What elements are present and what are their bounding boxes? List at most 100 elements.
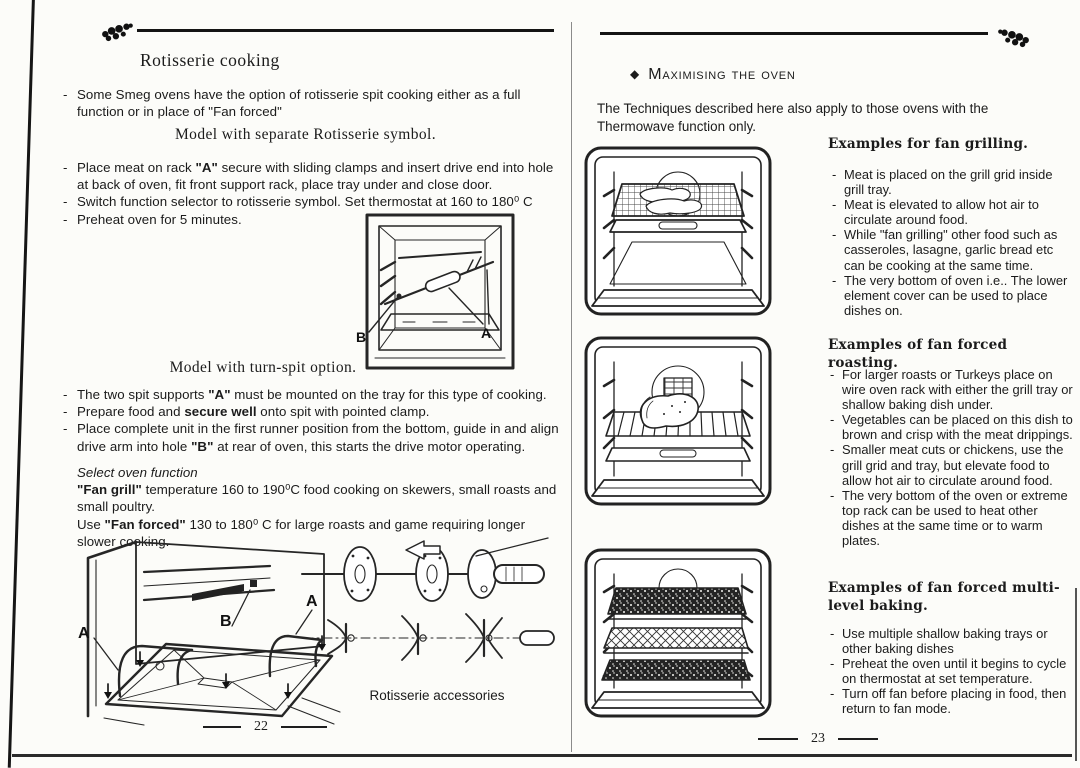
subheading-separate-rotisserie: Model with separate Rotisserie symbol. bbox=[174, 126, 436, 143]
figure-label-b: B bbox=[356, 329, 366, 345]
list-item: - Prepare food and secure well onto spit… bbox=[63, 403, 560, 420]
list-item: - Preheat the oven until it begins to cy… bbox=[830, 656, 1075, 686]
bullet-text: Place meat on rack "A" secure with slidi… bbox=[77, 160, 554, 193]
page-number-rule bbox=[203, 726, 241, 728]
page-number-rule bbox=[758, 738, 798, 740]
select-function-heading: Select oven function bbox=[77, 465, 198, 480]
fan-grilling-bullet-list: - Meat is placed on the grill grid insid… bbox=[832, 167, 1075, 318]
bullet-dash: - bbox=[830, 626, 835, 641]
bullet-text: Switch function selector to rotisserie s… bbox=[77, 194, 533, 210]
list-item: - Preheat oven for 5 minutes. bbox=[63, 211, 560, 228]
list-item: - Smaller meat cuts or chickens, use the… bbox=[830, 442, 1075, 487]
bullet-dash: - bbox=[63, 211, 68, 227]
list-item: - Turn off fan before placing in food, t… bbox=[830, 686, 1075, 716]
bullet-text: Meat is elevated to allow hot air to cir… bbox=[844, 197, 1039, 228]
bullet-dash: - bbox=[830, 487, 835, 503]
page-title: Rotisserie cooking bbox=[140, 50, 280, 70]
diamond-icon: ◆ bbox=[630, 67, 640, 81]
tray-spit-supports-figure: A B A bbox=[74, 538, 348, 730]
right-page: ◆ Maximising the oven The Techniques desc… bbox=[575, 0, 1080, 761]
bullet-text: The very bottom of oven i.e.. The lower … bbox=[844, 272, 1068, 318]
bullet-text: The two spit supports "A" must be mounte… bbox=[77, 387, 547, 402]
header-rule bbox=[137, 29, 554, 32]
bullet-text: Preheat oven for 5 minutes. bbox=[77, 211, 242, 227]
list-item: - Some Smeg ovens have the option of rot… bbox=[63, 86, 559, 120]
bullet-text: For larger roasts or Turkeys place on wi… bbox=[842, 367, 1073, 413]
list-item: - Vegetables can be placed on this dish … bbox=[830, 412, 1075, 442]
bullet-dash: - bbox=[830, 412, 835, 428]
list-item: - Meat is elevated to allow hot air to c… bbox=[832, 197, 1075, 227]
oven-fan-roasting-figure bbox=[580, 334, 776, 520]
fan-forced-text: Use "Fan forced" 130 to 180⁰ C for large… bbox=[77, 516, 526, 549]
subheading-turn-spit: Model with turn-spit option. bbox=[169, 359, 357, 376]
list-item: - While "fan grilling" other food such a… bbox=[832, 227, 1075, 272]
dots-ornament-icon bbox=[100, 20, 136, 44]
center-fold-line bbox=[571, 22, 572, 752]
bullet-dash: - bbox=[63, 387, 68, 402]
bullet-dash: - bbox=[63, 87, 68, 102]
list-item: - Place complete unit in the first runne… bbox=[63, 420, 560, 454]
bullet-text: Use multiple shallow baking trays or oth… bbox=[842, 626, 1048, 657]
bullet-text: Meat is placed on the grill grid inside … bbox=[844, 167, 1053, 198]
section-intro: The Techniques described here also apply… bbox=[597, 101, 989, 134]
dots-ornament-icon bbox=[995, 26, 1031, 50]
figure-label-a-left: A bbox=[78, 625, 90, 642]
bullet-dash: - bbox=[830, 686, 835, 702]
figure-label-b: B bbox=[220, 613, 232, 630]
page-number-rule bbox=[281, 726, 327, 728]
page-number-text: 22 bbox=[254, 719, 268, 734]
figure-label-a-right: A bbox=[306, 593, 318, 610]
bullet-dash: - bbox=[832, 272, 837, 288]
list-item: - Meat is placed on the grill grid insid… bbox=[832, 167, 1075, 197]
bullet-dash: - bbox=[63, 404, 68, 420]
page-right-edge bbox=[1075, 588, 1077, 761]
list-item: - The very bottom of the oven or extreme… bbox=[830, 488, 1075, 548]
page-number-text: 23 bbox=[811, 731, 825, 746]
list-item: - Use multiple shallow baking trays or o… bbox=[830, 626, 1075, 656]
bullet-dash: - bbox=[830, 367, 835, 382]
multilevel-baking-bullet-list: - Use multiple shallow baking trays or o… bbox=[830, 626, 1075, 717]
bullet-dash: - bbox=[832, 167, 837, 182]
list-item: - Switch function selector to rotisserie… bbox=[63, 193, 560, 210]
heading-fan-grilling: Examples for fan grilling. bbox=[828, 136, 1029, 152]
bullet-text: Place complete unit in the first runner … bbox=[77, 421, 559, 454]
section-title: ◆ Maximising the oven bbox=[630, 66, 796, 84]
bullet-text: Turn off fan before placing in food, the… bbox=[842, 686, 1067, 717]
oven-rotisserie-figure: B A bbox=[355, 212, 523, 374]
header-rule bbox=[600, 32, 988, 35]
oven-fan-grilling-figure bbox=[580, 144, 776, 330]
list-item: - The two spit supports "A" must be moun… bbox=[63, 386, 560, 403]
list-item: - Place meat on rack "A" secure with sli… bbox=[63, 159, 560, 193]
separate-rotisserie-bullet-list: - Place meat on rack "A" secure with sli… bbox=[63, 159, 560, 228]
bullet-dash: - bbox=[830, 442, 835, 458]
page-number-rule bbox=[838, 738, 878, 740]
accessories-caption: Rotisserie accessories bbox=[369, 688, 505, 703]
bullet-dash: - bbox=[63, 160, 68, 175]
turn-spit-bullet-list: - The two spit supports "A" must be moun… bbox=[63, 386, 560, 455]
bullet-text: While "fan grilling" other food such as … bbox=[844, 227, 1058, 273]
heading-fan-forced-roasting: Examples of fan forced roasting. bbox=[828, 337, 1008, 371]
bullet-dash: - bbox=[63, 421, 68, 437]
bullet-text: Some Smeg ovens have the option of rotis… bbox=[77, 87, 521, 120]
page-number: 23 bbox=[758, 731, 878, 747]
bullet-dash: - bbox=[830, 656, 835, 672]
intro-bullet-list: - Some Smeg ovens have the option of rot… bbox=[63, 86, 559, 120]
list-item: - The very bottom of oven i.e.. The lowe… bbox=[832, 273, 1075, 318]
section-title-text: Maximising the oven bbox=[648, 66, 796, 83]
page-bottom-edge bbox=[12, 754, 1072, 757]
list-item: - For larger roasts or Turkeys place on … bbox=[830, 367, 1075, 412]
bullet-dash: - bbox=[63, 194, 68, 210]
page-number: 22 bbox=[203, 719, 327, 735]
bullet-text: Vegetables can be placed on this dish to… bbox=[842, 412, 1073, 443]
bullet-text: Preheat the oven until it begins to cycl… bbox=[842, 656, 1067, 687]
rotisserie-accessories-figure bbox=[298, 534, 560, 676]
left-page: Rotisserie cooking - Some Smeg ovens hav… bbox=[63, 20, 560, 735]
bullet-dash: - bbox=[832, 197, 837, 213]
bullet-text: Prepare food and secure well onto spit w… bbox=[77, 404, 430, 420]
bullet-text: Smaller meat cuts or chickens, use the g… bbox=[842, 442, 1064, 488]
heading-multilevel-baking: Examples of fan forced multi-level bakin… bbox=[828, 580, 1060, 614]
fan-forced-roasting-bullet-list: - For larger roasts or Turkeys place on … bbox=[830, 367, 1075, 548]
bullet-dash: - bbox=[832, 227, 837, 243]
oven-multilevel-baking-figure bbox=[580, 546, 776, 732]
